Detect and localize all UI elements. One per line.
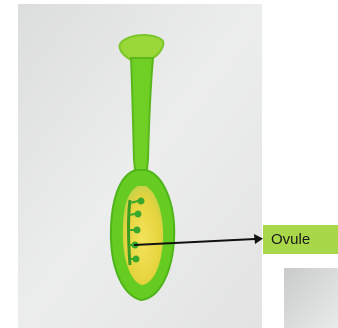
thumbnail-image	[284, 268, 338, 328]
ovule-5	[133, 256, 140, 263]
stigma	[120, 35, 164, 60]
ovule-label: Ovule	[263, 225, 338, 254]
ovule-label-text: Ovule	[271, 231, 310, 248]
ovule-1	[138, 198, 145, 205]
ovule-2	[135, 211, 142, 218]
ovule-3	[134, 227, 141, 234]
placenta	[129, 200, 131, 265]
